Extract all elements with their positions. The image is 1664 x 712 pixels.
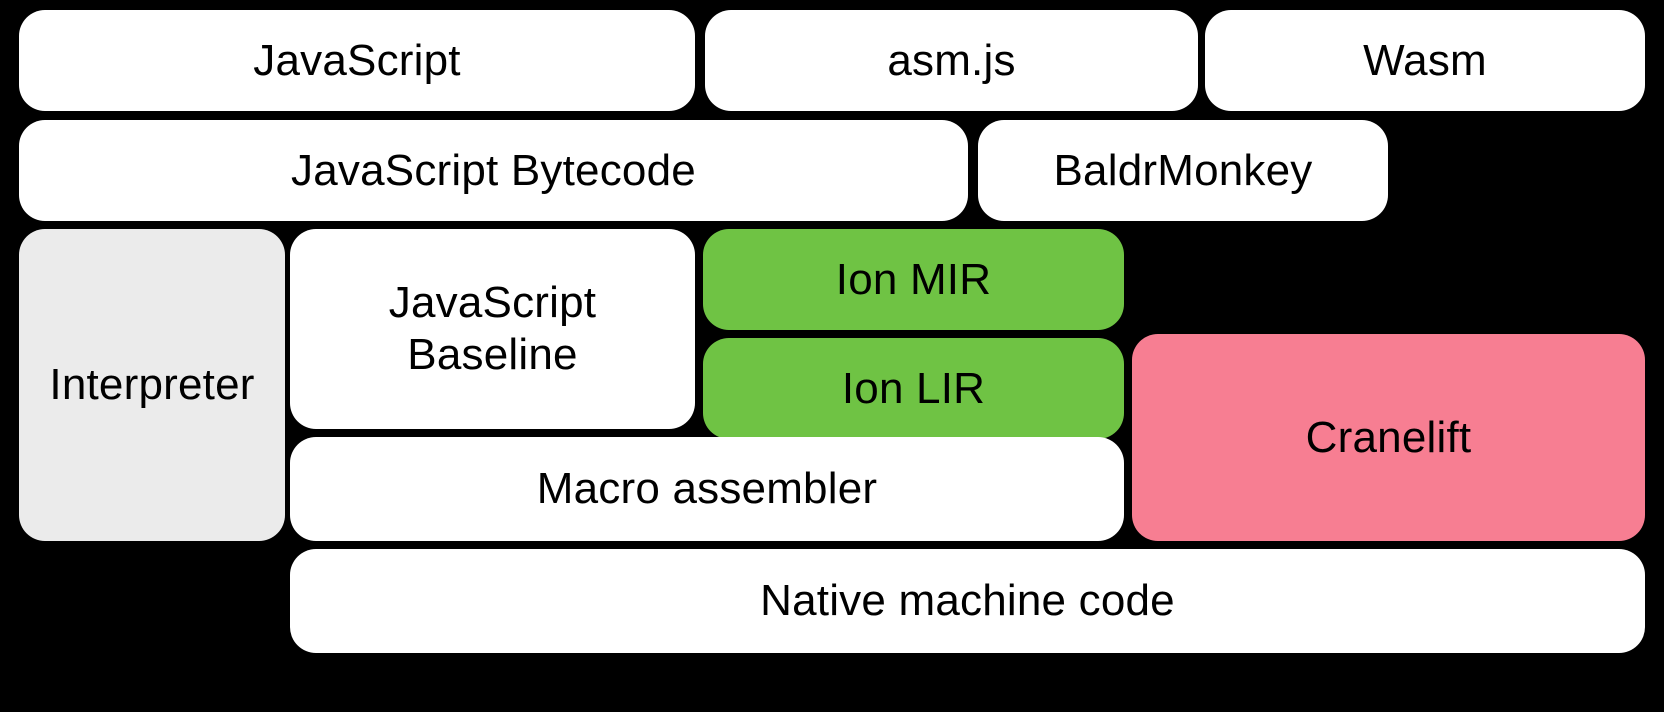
node-javascript-baseline: JavaScript Baseline: [290, 229, 695, 429]
node-javascript-bytecode: JavaScript Bytecode: [19, 120, 968, 221]
node-ion-lir: Ion LIR: [703, 338, 1124, 439]
node-javascript: JavaScript: [19, 10, 695, 111]
node-macro-assembler: Macro assembler: [290, 437, 1124, 541]
node-native-machine-code: Native machine code: [290, 549, 1645, 653]
node-asmjs: asm.js: [705, 10, 1198, 111]
node-wasm: Wasm: [1205, 10, 1645, 111]
node-baldrmonkey: BaldrMonkey: [978, 120, 1388, 221]
node-interpreter: Interpreter: [19, 229, 285, 541]
node-ion-mir: Ion MIR: [703, 229, 1124, 330]
node-cranelift: Cranelift: [1132, 334, 1645, 541]
